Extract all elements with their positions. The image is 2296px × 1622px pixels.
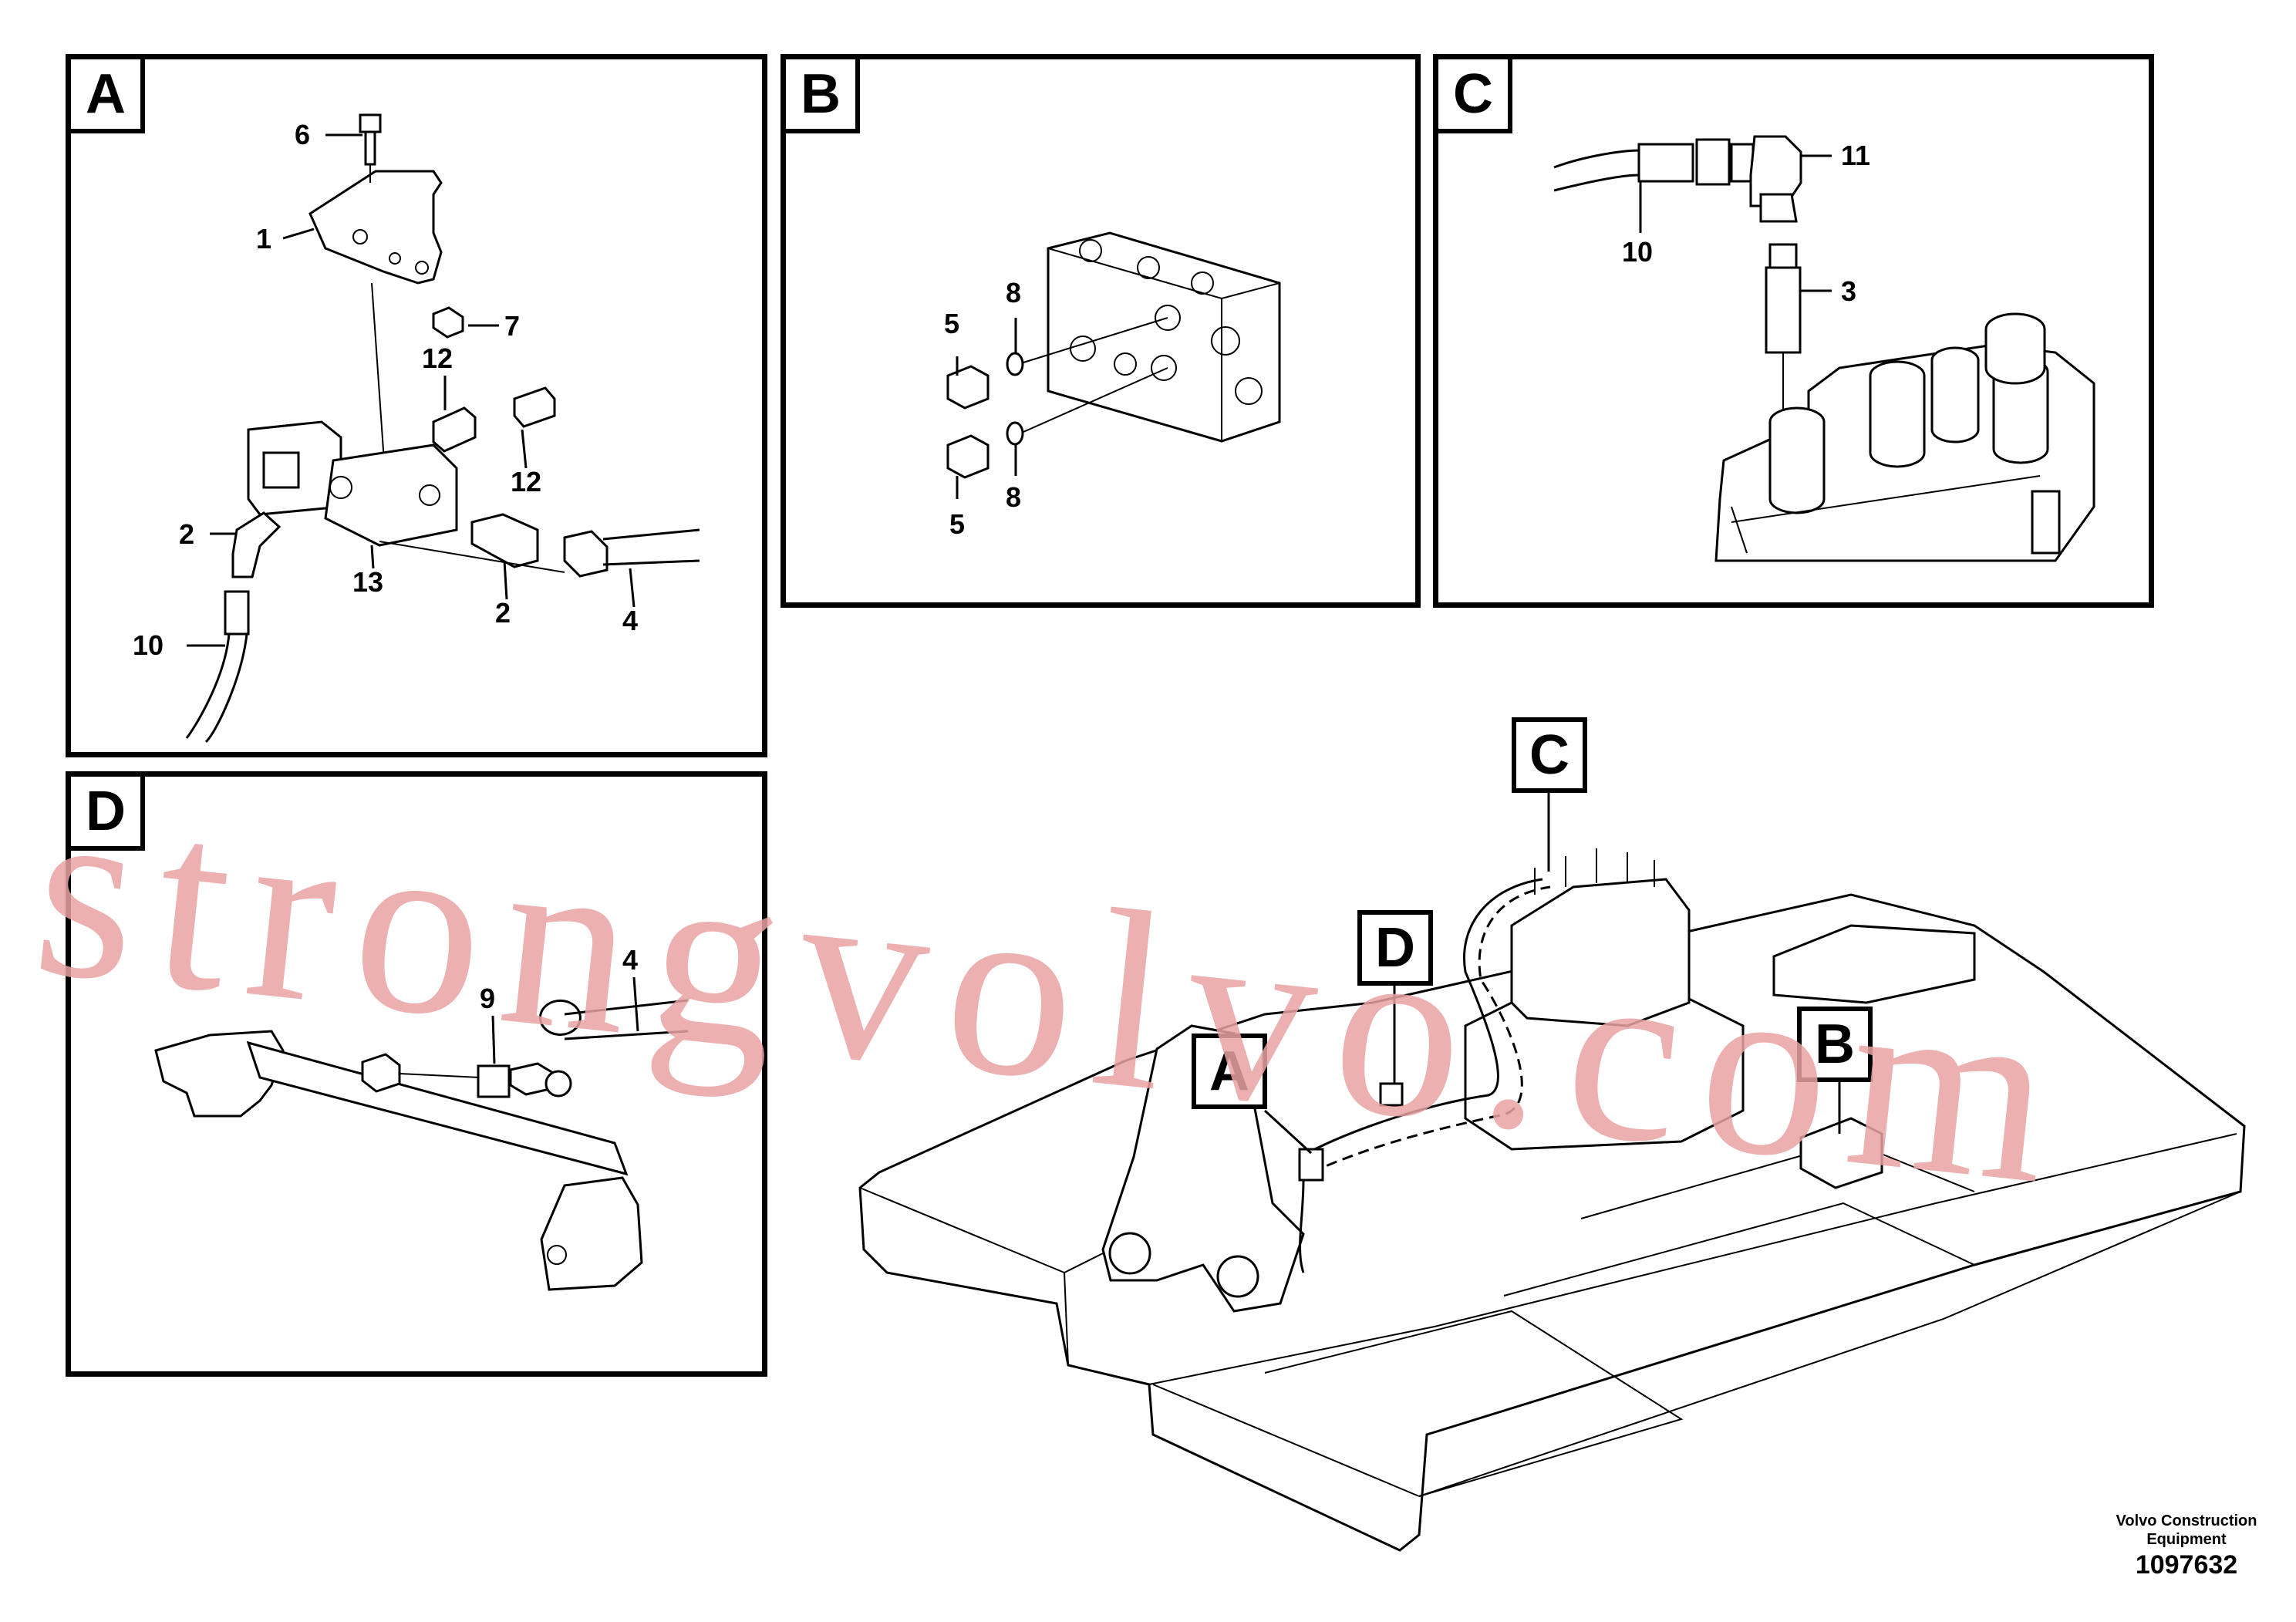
label-9: 9: [480, 983, 495, 1014]
panel-a-drawing: 6 1 7 12 12 2 13 2 4 10: [133, 113, 700, 744]
label-4: 4: [622, 944, 638, 976]
label-10: 10: [133, 629, 164, 661]
publisher-credit-line1: Volvo Construction: [2116, 1512, 2257, 1529]
callout-c: C: [1512, 717, 1587, 793]
callout-a: A: [1192, 1034, 1267, 1109]
panel-b-drawing: 5 8 8 5: [944, 231, 1281, 540]
publisher-credit: Volvo Construction Equipment: [2075, 1512, 2296, 1549]
label-2-right: 2: [495, 597, 511, 629]
label-8-bottom: 8: [1006, 481, 1021, 513]
label-5-bottom: 5: [949, 508, 965, 540]
label-10: 10: [1622, 236, 1653, 268]
label-11: 11: [1841, 140, 1870, 171]
label-2-left: 2: [179, 518, 194, 550]
document-number: 1097632: [2135, 1550, 2238, 1580]
panel-b-tag: B: [786, 59, 860, 133]
detail-panel-d: D 9 4: [66, 771, 767, 1377]
panel-c-tag: C: [1438, 59, 1512, 133]
panel-a-tag: A: [71, 59, 145, 133]
callout-b: B: [1797, 1007, 1873, 1082]
label-6: 6: [295, 119, 310, 150]
panel-d-tag: D: [71, 777, 145, 851]
label-13: 13: [352, 566, 383, 598]
publisher-credit-line2: Equipment: [2146, 1531, 2227, 1548]
label-12-top: 12: [422, 342, 453, 374]
label-8-top: 8: [1006, 277, 1021, 309]
callout-d: D: [1357, 910, 1433, 986]
label-12-bottom: 12: [511, 466, 541, 497]
detail-panel-c: C 11 10 3: [1433, 54, 2154, 608]
panel-d-drawing: 9 4: [154, 944, 689, 1291]
label-4: 4: [622, 605, 638, 636]
label-3: 3: [1841, 275, 1856, 307]
label-1: 1: [256, 223, 271, 255]
detail-panel-a: A: [66, 54, 767, 757]
panel-c-drawing: 11 10 3: [1553, 135, 2095, 562]
label-5-top: 5: [944, 308, 959, 339]
label-7: 7: [504, 310, 520, 342]
detail-panel-b: B 5 8 8 5: [781, 54, 1421, 608]
